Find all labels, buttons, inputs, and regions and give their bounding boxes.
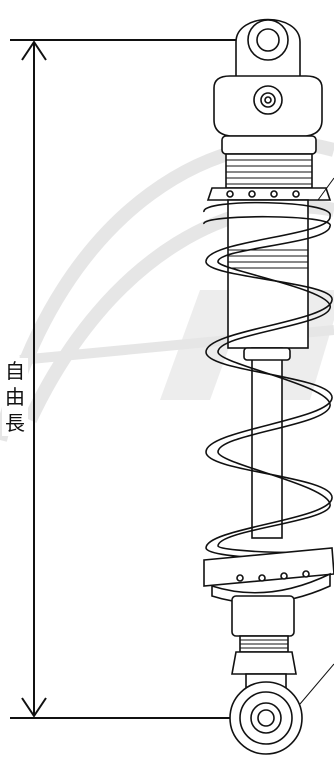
free-length-label-char-3: 長 [2,410,28,436]
top-arrowhead [21,40,47,61]
free-length-label-char-1: 自 [2,358,28,384]
shock-absorber [203,18,334,755]
preload-ring [206,187,332,201]
spring-seat [203,547,334,587]
lock-nut [231,651,297,675]
bottom-arrowhead [21,697,47,718]
lower-body [231,595,295,637]
free-length-label-char-2: 由 [2,384,28,410]
